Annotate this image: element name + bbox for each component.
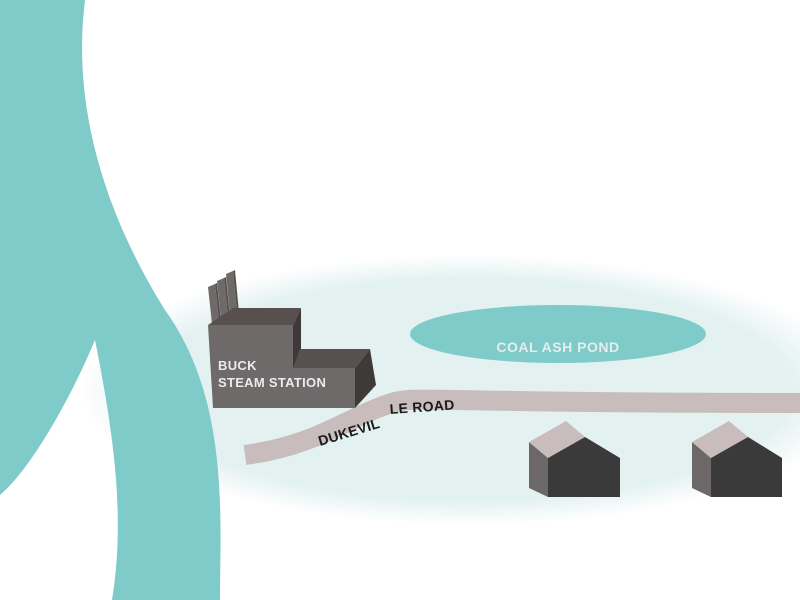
coal-ash-pond: [410, 305, 706, 363]
house-icon: [529, 421, 620, 497]
smokestack-icon: [208, 270, 239, 324]
station-label-line2: STEAM STATION: [218, 375, 326, 390]
road-label-part2: LE ROAD: [389, 396, 455, 417]
dukeville-road: [243, 389, 800, 465]
factory-icon: [208, 270, 376, 408]
house-icon: [692, 421, 782, 497]
river: [0, 0, 221, 600]
station-label-line1: BUCK: [218, 358, 257, 373]
pond-label: COAL ASH POND: [496, 339, 619, 355]
